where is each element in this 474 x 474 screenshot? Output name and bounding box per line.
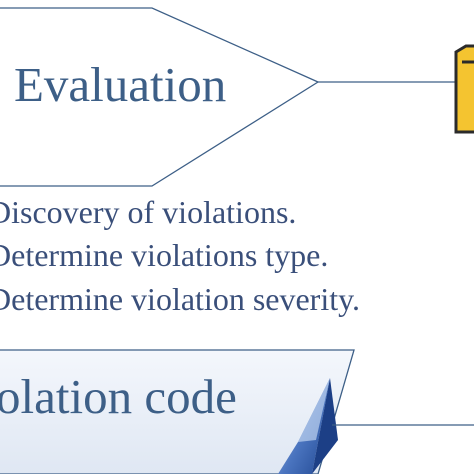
folder-icon (454, 44, 474, 134)
violation-code-banner-shape (0, 349, 355, 474)
evaluation-node-label: Evaluation (14, 57, 227, 112)
arrow-icon (278, 378, 338, 474)
step-item-2: Determine violations type. (0, 237, 329, 273)
step-item-1: Discovery of violations. (0, 194, 297, 230)
violation-code-label: olation code (0, 369, 237, 424)
step-item-3: Determine violation severity. (0, 281, 361, 317)
evaluation-node-shape (0, 7, 320, 187)
